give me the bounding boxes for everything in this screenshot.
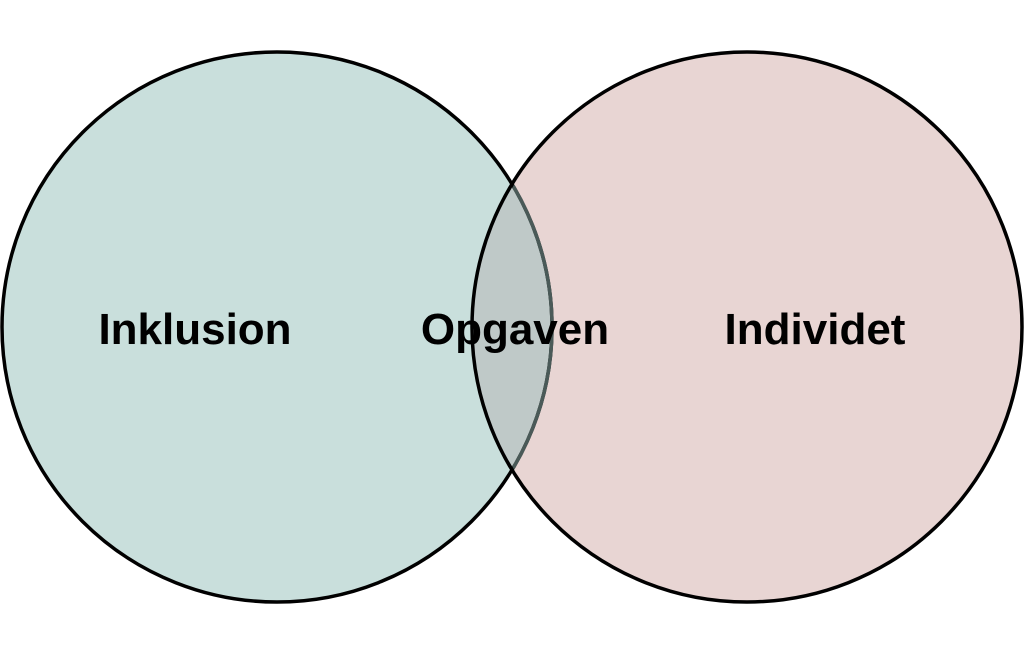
circle-individet-outline bbox=[470, 50, 1024, 604]
label-inklusion: Inklusion bbox=[98, 305, 291, 354]
circle-inklusion-outline-overlap bbox=[474, 54, 554, 600]
label-opgaven: Opgaven bbox=[421, 305, 609, 354]
label-individet: Individet bbox=[725, 305, 906, 354]
circle-inklusion bbox=[2, 52, 552, 602]
circle-individet bbox=[472, 52, 1022, 602]
